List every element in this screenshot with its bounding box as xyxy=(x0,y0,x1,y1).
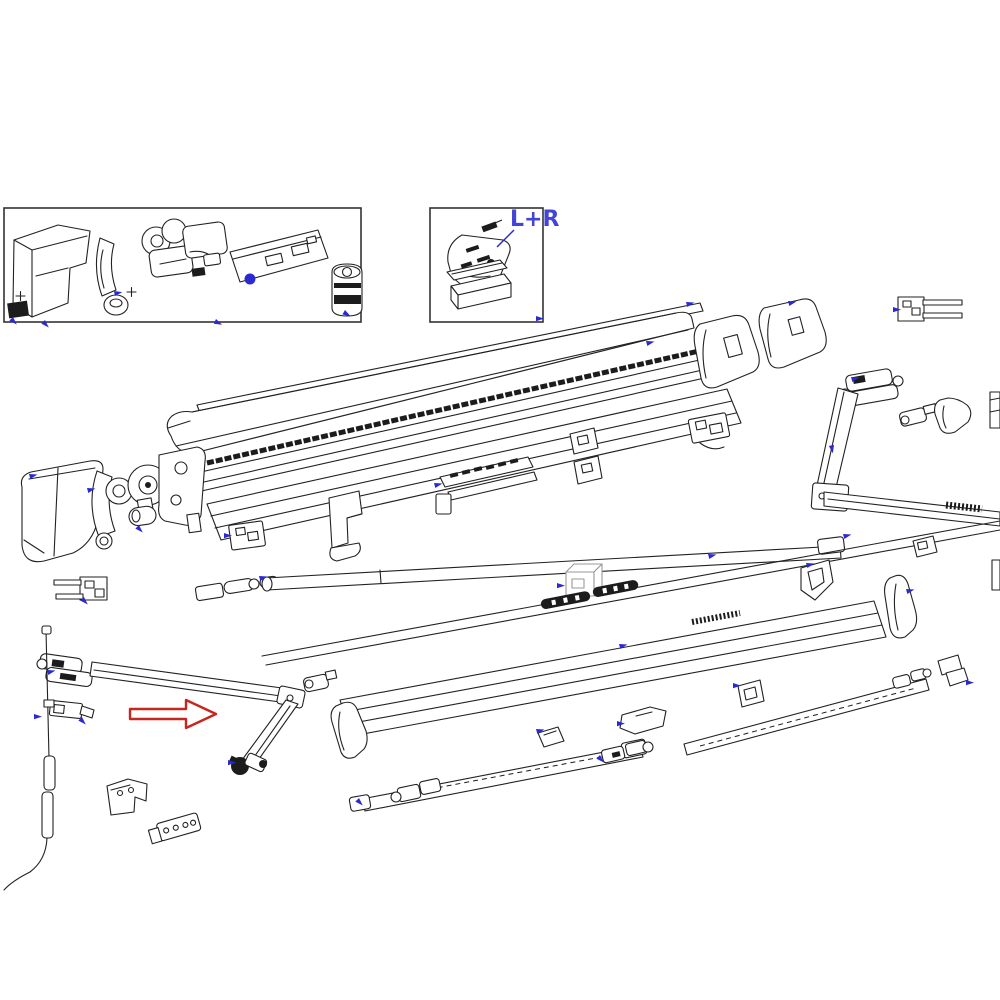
gear-disc xyxy=(105,464,169,512)
bracket-strip xyxy=(446,259,508,281)
spring-arm-right xyxy=(810,368,1000,527)
bracket-box xyxy=(450,273,512,310)
inset-box-a xyxy=(3,207,363,323)
mounting-clamp xyxy=(328,490,363,562)
arm-cover xyxy=(934,397,972,434)
link-marker[interactable] xyxy=(244,273,256,285)
support-bracket-2 xyxy=(687,412,731,450)
link-marker[interactable] xyxy=(966,680,974,686)
link-marker[interactable] xyxy=(29,472,38,480)
end-cover-left xyxy=(693,314,760,389)
triangle-bracket xyxy=(800,559,834,601)
arm-knuckle xyxy=(898,403,938,427)
inset-box-b: L+R xyxy=(429,207,559,323)
link-marker[interactable] xyxy=(434,481,443,489)
bracket-screw xyxy=(481,219,503,233)
link-marker[interactable] xyxy=(41,320,50,329)
arm-lower-tube xyxy=(823,491,1000,527)
roller-tube xyxy=(261,536,846,592)
spring-arm-left xyxy=(36,653,306,775)
arm-bracket-left xyxy=(48,700,95,719)
arm-cover-left xyxy=(330,701,368,759)
rafter-tube-center xyxy=(348,738,648,812)
tube-end-bracket xyxy=(892,668,932,689)
link-marker[interactable] xyxy=(788,299,797,307)
mounting-plate xyxy=(147,812,202,845)
pointer-arrow xyxy=(128,698,218,730)
tube-bracket xyxy=(737,679,765,708)
rail-clip xyxy=(912,535,938,558)
link-marker[interactable] xyxy=(828,445,836,454)
edge-part-right-low xyxy=(991,559,1000,591)
crank-rod xyxy=(3,625,56,891)
arm-upper-tube xyxy=(815,387,859,497)
fork-bracket-left xyxy=(53,576,108,601)
lead-rail-end-cover xyxy=(884,574,918,639)
link-marker[interactable] xyxy=(355,798,364,807)
gear-housing xyxy=(158,446,206,534)
arm-knuckle-left xyxy=(303,669,338,693)
perforated-strip xyxy=(435,456,538,515)
link-marker[interactable] xyxy=(259,574,268,582)
bushing-small xyxy=(128,505,157,527)
link-marker[interactable] xyxy=(78,717,87,726)
link-marker[interactable] xyxy=(733,683,741,689)
plus-mark xyxy=(15,290,26,302)
link-marker[interactable] xyxy=(342,310,352,319)
link-marker[interactable] xyxy=(80,597,89,606)
plus-mark xyxy=(126,286,137,298)
link-marker[interactable] xyxy=(34,714,42,720)
fixing-chip xyxy=(7,300,30,319)
link-marker[interactable] xyxy=(843,532,852,540)
arm-foot xyxy=(229,752,268,775)
lead-rail xyxy=(339,600,887,737)
link-marker[interactable] xyxy=(224,533,232,539)
chain-strip xyxy=(592,580,639,597)
link-marker[interactable] xyxy=(114,290,123,297)
tube-clip xyxy=(537,726,565,748)
curved-bracket xyxy=(95,237,117,297)
link-marker[interactable] xyxy=(87,486,96,494)
link-marker[interactable] xyxy=(557,583,565,589)
link-marker[interactable] xyxy=(536,727,545,735)
link-marker[interactable] xyxy=(893,307,901,313)
link-marker[interactable] xyxy=(906,587,915,595)
link-marker[interactable] xyxy=(596,755,605,764)
fork-bracket-right xyxy=(897,296,963,322)
motor-cylinder xyxy=(331,263,363,317)
wall-foot-bracket xyxy=(106,778,148,816)
link-marker[interactable] xyxy=(708,552,717,560)
lr-label: L+R xyxy=(510,207,559,232)
link-marker[interactable] xyxy=(536,316,544,322)
link-marker[interactable] xyxy=(228,760,236,766)
arm-motor-cluster-left xyxy=(36,653,93,688)
link-marker[interactable] xyxy=(617,721,625,727)
link-marker[interactable] xyxy=(806,561,815,569)
end-cap-cover xyxy=(12,224,91,318)
support-bracket xyxy=(228,520,266,551)
rafter-tube-right xyxy=(683,678,930,756)
edge-part-right xyxy=(989,391,1000,429)
link-marker[interactable] xyxy=(135,525,144,534)
end-clips xyxy=(937,654,969,687)
end-cover-right xyxy=(758,298,827,369)
link-marker[interactable] xyxy=(619,642,628,650)
chain-strip xyxy=(540,591,591,609)
arm-motor-cluster xyxy=(838,368,904,406)
link-marker[interactable] xyxy=(9,317,18,326)
label-leader-line xyxy=(496,229,515,248)
tube-connector xyxy=(600,739,654,764)
link-marker[interactable] xyxy=(646,339,655,347)
link-marker[interactable] xyxy=(47,668,56,676)
link-marker[interactable] xyxy=(686,300,695,308)
arm-upper-tube-left xyxy=(89,661,283,703)
control-unit-box xyxy=(229,229,329,283)
link-marker[interactable] xyxy=(851,375,860,383)
bushing xyxy=(103,294,129,316)
rail-clamp xyxy=(619,706,667,735)
gear-motor-assembly xyxy=(141,218,228,278)
link-marker[interactable] xyxy=(213,319,223,327)
clip-bracket-stack xyxy=(569,427,603,485)
